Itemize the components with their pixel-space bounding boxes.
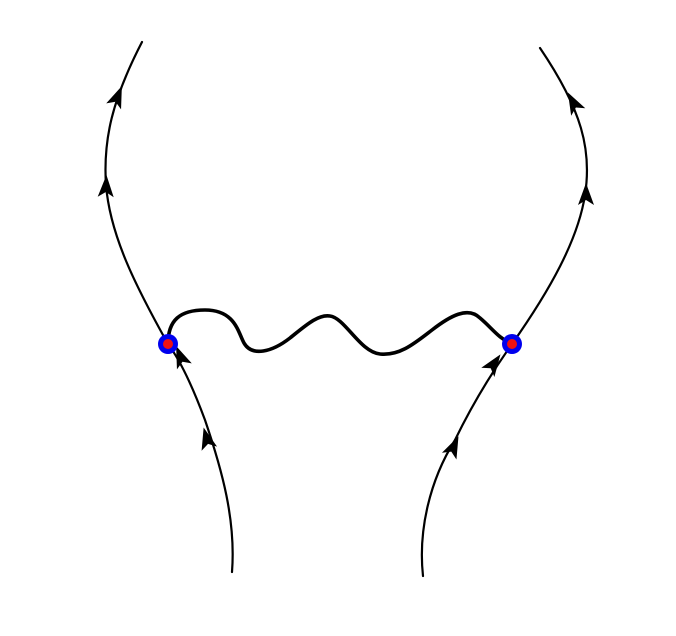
arrow-icon bbox=[97, 175, 114, 198]
arrow-icon bbox=[106, 85, 122, 110]
arrow-icon bbox=[567, 92, 586, 116]
vertex-right bbox=[502, 334, 522, 354]
vertex-left bbox=[158, 334, 178, 354]
fermion-line-lower-left bbox=[166, 342, 234, 574]
arrow-icon bbox=[578, 183, 594, 205]
arrow-icon bbox=[481, 354, 501, 377]
fermion-line-upper-right bbox=[510, 46, 589, 346]
fermion-line-upper-left bbox=[104, 40, 170, 346]
arrow-icon bbox=[201, 427, 218, 451]
fermion-line-lower-right bbox=[420, 342, 514, 578]
wavy-propagator bbox=[166, 308, 514, 356]
arrow-icon bbox=[176, 345, 192, 370]
arrow-icon bbox=[441, 436, 459, 460]
